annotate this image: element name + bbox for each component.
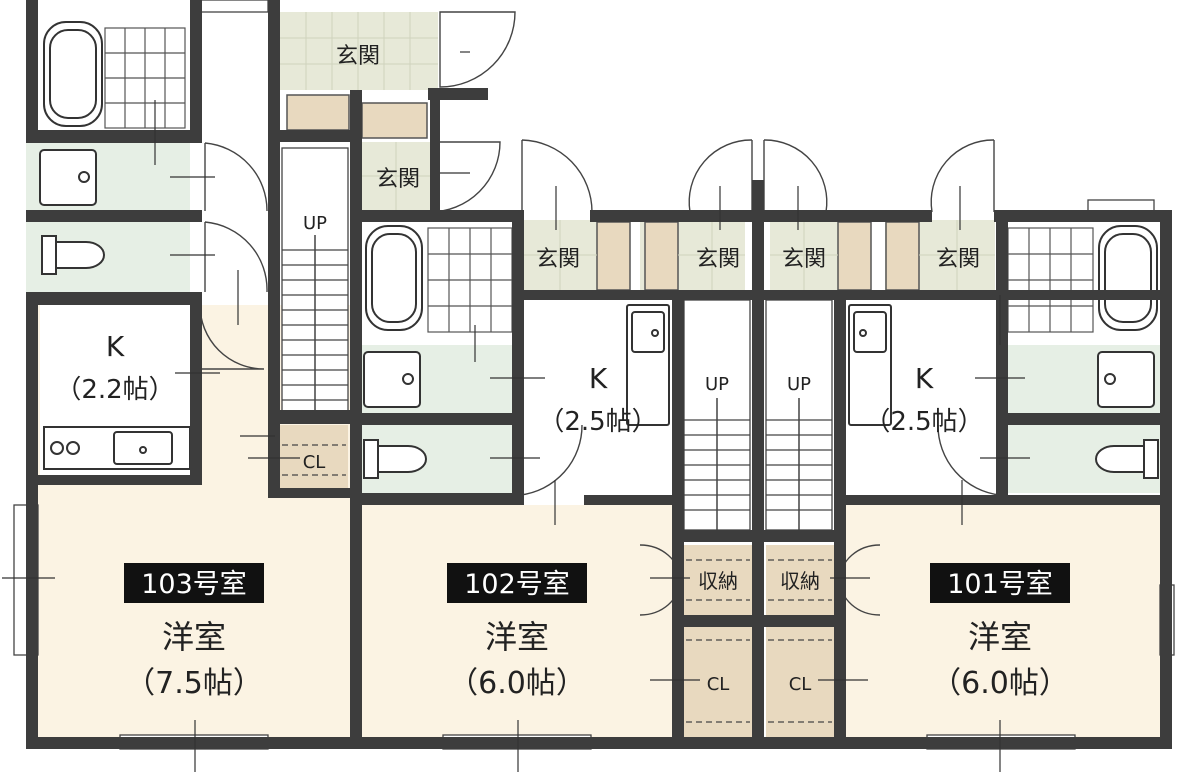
stairs <box>281 147 833 531</box>
walls <box>26 0 1172 749</box>
shoe-cabinet-5 <box>837 221 872 291</box>
toilet-fixture-102 <box>363 439 427 479</box>
bath-floor-tiles <box>104 27 1094 333</box>
room-number-101: 101号室 <box>947 569 1053 600</box>
room-number-badge-101 <box>930 563 1070 603</box>
storage-101-floor <box>766 545 834 615</box>
kitchen-103-size: （2.2帖） <box>55 375 174 405</box>
storage-label-102: 収納 <box>698 569 738 593</box>
wash-basin-103 <box>39 149 97 206</box>
shoe-cabinet-4 <box>644 221 679 291</box>
bathtubs <box>43 21 1158 331</box>
shoe-cabinet-1 <box>286 94 350 131</box>
room-number-badge-102 <box>447 563 587 603</box>
stairs-up-label-2: UP <box>705 374 729 395</box>
kitchen-102-label: K <box>589 362 608 395</box>
western-room-103-label: 洋室 <box>162 618 226 656</box>
western-room-103-size: （7.5帖） <box>125 666 263 701</box>
western-room-102-size: （6.0帖） <box>448 666 586 701</box>
window-top-left <box>199 0 269 13</box>
room-badges: 103号室 102号室 101号室 <box>124 563 1070 603</box>
kitchen-101-label: K <box>915 362 934 395</box>
shoe-cabinet-2 <box>361 102 428 139</box>
toilet-fixture-103 <box>41 235 105 275</box>
shoe-cabinet-6 <box>885 221 920 291</box>
wash-basin-102 <box>363 351 421 408</box>
kitchen-102-size: （2.5帖） <box>538 407 657 437</box>
room-102-western-floor <box>362 505 672 737</box>
stairs-up-label-3: UP <box>787 374 811 395</box>
western-room-102-label: 洋室 <box>485 618 549 656</box>
kitchen-101-size: （2.5帖） <box>864 407 983 437</box>
storage-label-101: 収納 <box>780 569 820 593</box>
toilet-fixture-101 <box>1095 439 1159 479</box>
room-101-western-floor <box>846 505 1162 737</box>
entrance-label-2: 玄関 <box>376 167 420 192</box>
tile-grid <box>280 12 995 290</box>
closet-dashes <box>282 444 832 723</box>
fixtures <box>39 149 1159 479</box>
entrance-label-5: 玄関 <box>782 247 826 272</box>
wash-basin-101 <box>1097 351 1155 408</box>
entrance-label-6: 玄関 <box>936 247 980 272</box>
closet-102-floor <box>684 627 752 737</box>
storage-102-floor <box>684 545 752 615</box>
closet-label-103: CL <box>303 452 326 473</box>
room-number-badge-103 <box>124 563 264 603</box>
closet-101-floor <box>766 627 834 737</box>
stairs-up-label-1: UP <box>303 213 327 234</box>
room-number-103: 103号室 <box>141 569 247 600</box>
closet-label-101: CL <box>789 674 812 695</box>
kitchen-103-label: K <box>106 330 125 363</box>
airflow-arrows <box>2 51 1030 772</box>
room-number-102: 102号室 <box>464 569 570 600</box>
closet-label-102: CL <box>707 674 730 695</box>
floor-fills <box>26 12 1162 737</box>
shoe-cabinet-3 <box>596 221 631 291</box>
western-room-101-label: 洋室 <box>968 618 1032 656</box>
western-room-101-size: （6.0帖） <box>931 666 1069 701</box>
entrance-label-1: 玄関 <box>336 44 380 69</box>
room-labels: 洋室 （7.5帖） 洋室 （6.0帖） 洋室 （6.0帖） K （2.2帖） K… <box>55 44 1069 701</box>
entrance-label-4: 玄関 <box>696 247 740 272</box>
entrance-label-3: 玄関 <box>536 247 580 272</box>
